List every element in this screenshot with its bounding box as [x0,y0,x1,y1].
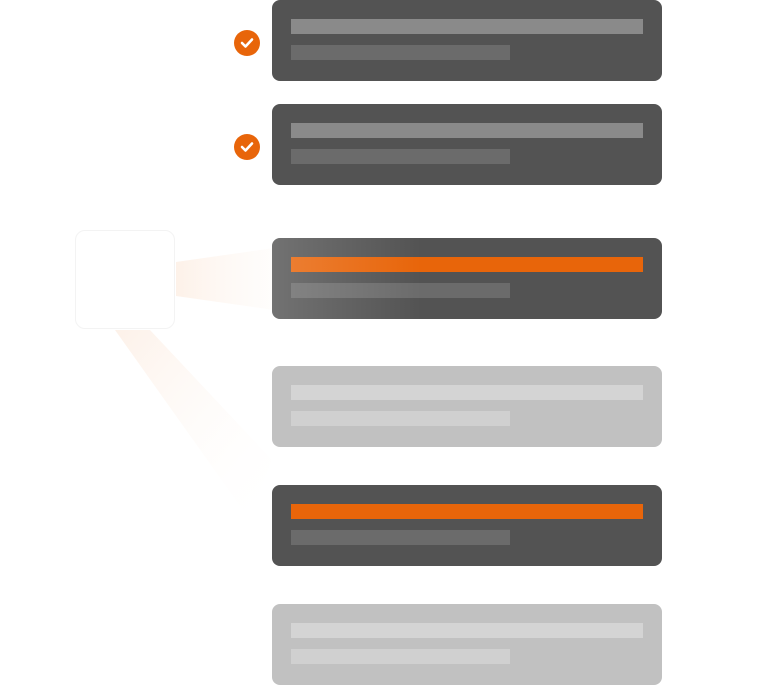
placeholder-subtitle-bar [291,530,510,545]
placeholder-subtitle-bar [291,283,510,298]
placeholder-subtitle-bar [291,411,510,426]
highlight-title-bar [291,504,643,519]
step-card-inactive[interactable] [272,366,662,447]
step-card-active[interactable] [272,238,662,319]
step-card-completed[interactable] [272,104,662,185]
beam-to-lower-card [115,330,272,520]
checkmark-icon [234,30,260,56]
placeholder-subtitle-bar [291,149,510,164]
placeholder-title-bar [291,19,643,34]
step-card-completed[interactable] [272,0,662,81]
step-card-pending[interactable] [272,485,662,566]
placeholder-subtitle-bar [291,45,510,60]
highlight-title-bar [291,257,643,272]
source-box [75,230,175,329]
step-card-inactive[interactable] [272,604,662,685]
checkmark-icon [234,134,260,160]
placeholder-title-bar [291,623,643,638]
placeholder-title-bar [291,385,643,400]
placeholder-title-bar [291,123,643,138]
placeholder-subtitle-bar [291,649,510,664]
active-glow [272,238,422,319]
